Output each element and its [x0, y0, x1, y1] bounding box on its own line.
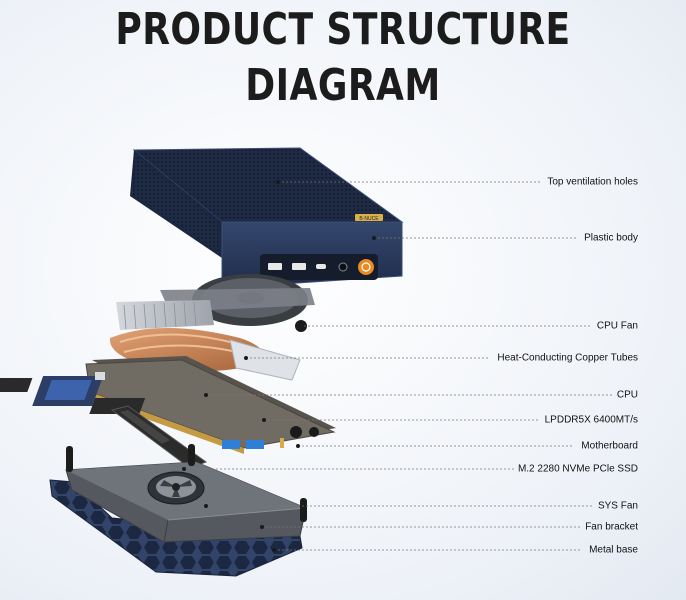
label-top-ventilation-holes: Top ventilation holes: [547, 176, 638, 188]
usb-port-icon: [246, 440, 264, 449]
brand-badge: [355, 214, 383, 221]
leader-lines: [184, 181, 612, 551]
label-cpu-fan: CPU Fan: [596, 320, 638, 332]
label-motherboard: Motherboard: [581, 440, 638, 452]
power-button-icon: [358, 259, 374, 275]
page-title-line2: DIAGRAM: [245, 60, 441, 111]
base-assembly: [49, 444, 307, 577]
label-ssd: M.2 2280 NVMe PCle SSD: [517, 463, 638, 475]
audio-jack-icon: [338, 262, 348, 272]
ssd-shape: [110, 405, 208, 469]
usb-port-icon: [292, 263, 306, 270]
page-title-line1: PRODUCT STRUCTURE: [115, 4, 571, 55]
usb-port-icon: [222, 440, 240, 449]
label-sys-fan: SYS Fan: [597, 500, 638, 512]
label-metal-base: Metal base: [589, 544, 638, 556]
label-cpu: CPU: [616, 389, 638, 401]
svg-text:B·NUCE: B·NUCE: [359, 216, 379, 222]
label-fan-bracket: Fan bracket: [585, 521, 638, 533]
label-copper-tubes: Heat-Conducting Copper Tubes: [497, 352, 638, 364]
mini-pc-case: B·NUCE: [130, 147, 404, 289]
leader-dots: [182, 180, 376, 552]
cpu-cooler: [109, 274, 315, 381]
usb-port-icon: [268, 263, 282, 270]
label-lpddr5x: LPDDR5X 6400MT/s: [544, 414, 638, 426]
usb-c-port-icon: [316, 264, 326, 269]
label-plastic-body: Plastic body: [584, 232, 638, 244]
